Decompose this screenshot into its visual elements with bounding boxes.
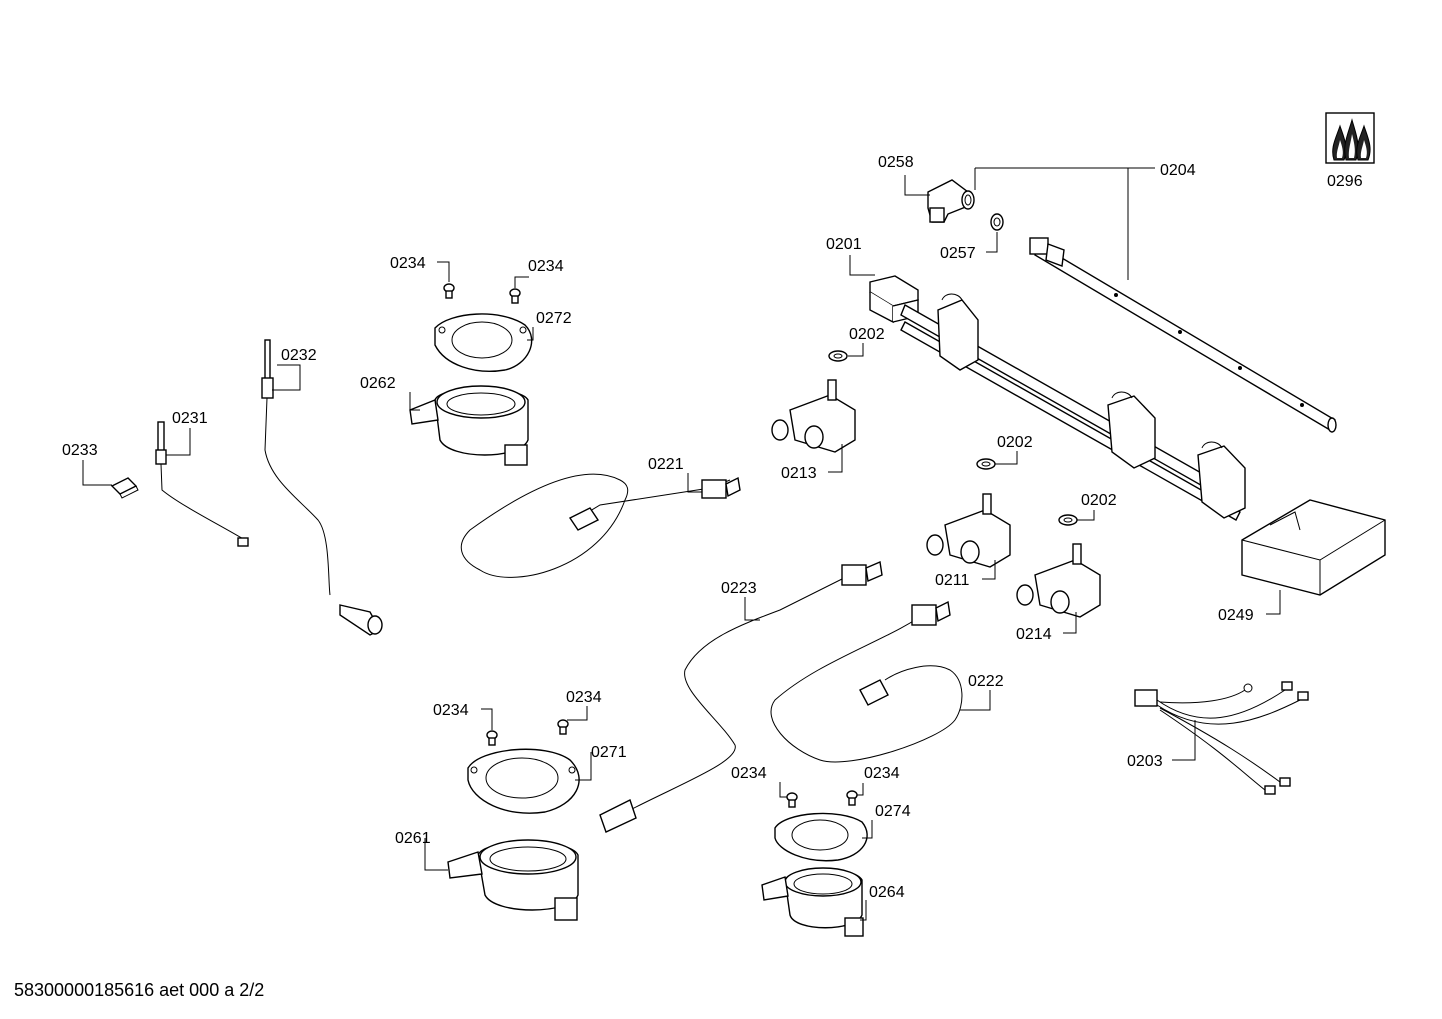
label-0274: 0274 (875, 803, 911, 820)
label-0234: 0234 (390, 255, 426, 272)
gas-valve-part (1016, 543, 1101, 618)
label-0223: 0223 (721, 580, 757, 597)
label-0214: 0214 (1016, 626, 1052, 643)
label-0232: 0232 (281, 347, 317, 364)
document-id: 58300000185616 aet 000 a 2/2 (14, 980, 265, 1000)
leader-lines (82, 167, 1281, 921)
burner-cup-part (761, 867, 864, 937)
screw-part (786, 792, 798, 808)
label-0204: 0204 (1160, 162, 1196, 179)
valve-bracket-part (869, 275, 1246, 521)
seal-ring-part (976, 458, 996, 470)
gasket-plate-part (774, 812, 868, 862)
gasket-plate-part (434, 313, 533, 372)
burner-cup-part (409, 385, 529, 466)
label-0233: 0233 (62, 442, 98, 459)
label-0262: 0262 (360, 375, 396, 392)
label-0203: 0203 (1127, 753, 1163, 770)
gas-valve-part (926, 493, 1011, 568)
label-0202: 0202 (997, 434, 1033, 451)
label-0257: 0257 (940, 245, 976, 262)
screw-part (443, 283, 455, 299)
label-0221: 0221 (648, 456, 684, 473)
gas-pipe-part (599, 561, 883, 833)
label-0231: 0231 (172, 410, 208, 427)
gas-pipe-part (460, 473, 741, 578)
label-0234: 0234 (566, 689, 602, 706)
clip-part (110, 477, 139, 499)
seal-ring-part (990, 213, 1004, 231)
label-0234: 0234 (528, 258, 564, 275)
screw-part (846, 790, 858, 806)
gas-pipe-part (770, 600, 963, 763)
seal-ring-part (1058, 514, 1078, 526)
label-0234: 0234 (864, 765, 900, 782)
screw-part (557, 719, 569, 735)
label-0211: 0211 (935, 572, 970, 589)
wiring-harness-part (1134, 681, 1309, 795)
label-0296: 0296 (1327, 173, 1363, 190)
label-0261: 0261 (395, 830, 431, 847)
elbow-fitting-part (927, 179, 975, 223)
cover-part (1241, 499, 1386, 596)
label-0201: 0201 (826, 236, 862, 253)
screw-part (509, 288, 521, 304)
gas-rail-pipe-part (1029, 237, 1337, 433)
label-0213: 0213 (781, 465, 817, 482)
gas-valve-part (771, 379, 856, 453)
gasket-plate-part (467, 748, 580, 814)
label-0202: 0202 (849, 326, 885, 343)
label-0249: 0249 (1218, 607, 1254, 624)
label-0234: 0234 (433, 702, 469, 719)
label-0271: 0271 (591, 744, 627, 761)
seal-ring-part (828, 350, 848, 362)
label-0264: 0264 (869, 884, 905, 901)
three-flames-icon (1325, 112, 1375, 164)
ignition-electrode-part (155, 421, 249, 547)
label-0222: 0222 (968, 673, 1004, 690)
label-0202: 0202 (1081, 492, 1117, 509)
screw-part (486, 730, 498, 746)
label-0234: 0234 (731, 765, 767, 782)
label-0258: 0258 (878, 154, 914, 171)
burner-cup-part (447, 839, 579, 921)
thermocouple-part (261, 339, 383, 636)
label-0272: 0272 (536, 310, 572, 327)
